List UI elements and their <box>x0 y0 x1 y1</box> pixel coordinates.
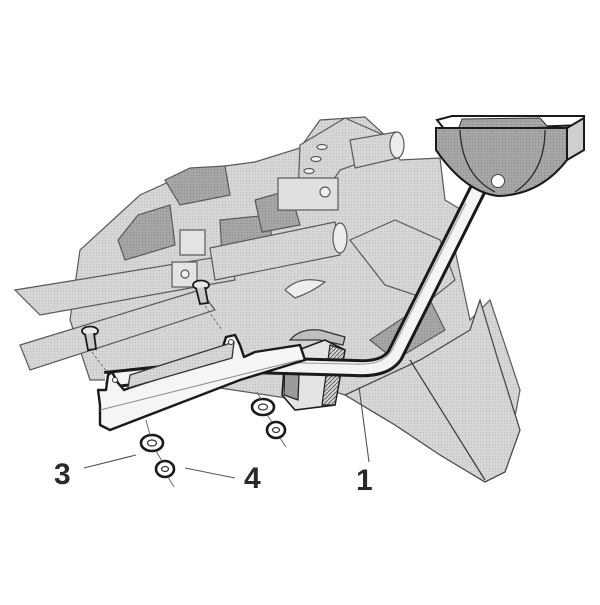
leader-line-1 <box>358 386 370 463</box>
top-plate-mount <box>435 115 585 198</box>
leader-line-4 <box>184 467 236 479</box>
washer-icon-right <box>250 397 276 417</box>
callout-label-washer: 3 <box>54 458 71 491</box>
leader-line-3 <box>83 454 137 469</box>
bolt-left <box>81 325 108 373</box>
rear-fender <box>343 297 521 483</box>
washer-icon-left <box>139 433 165 453</box>
callout-label-support-arm: 1 <box>356 464 373 497</box>
nut-icon-left <box>154 459 176 479</box>
side-bracket <box>96 333 307 432</box>
leader-lines <box>83 386 370 479</box>
nut-icon-right <box>265 420 287 440</box>
callout-label-nut: 4 <box>244 462 261 495</box>
assembly-axis-lines <box>145 391 287 488</box>
bolt-right <box>192 279 223 331</box>
rack-support-arm <box>104 180 489 389</box>
